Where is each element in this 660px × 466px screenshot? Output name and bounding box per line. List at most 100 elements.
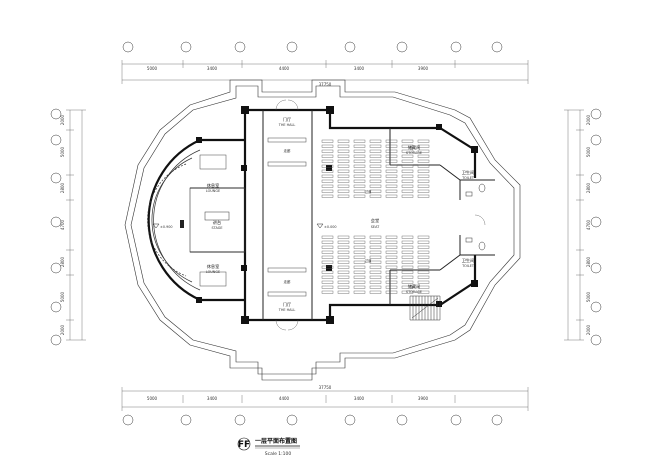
pew bbox=[353, 240, 366, 244]
pulpit-platform bbox=[180, 187, 246, 253]
room-labels: 门厅 THE HALL 门厅 THE HALL 走廊 走廊 储藏间 STORAG… bbox=[206, 116, 475, 312]
pew bbox=[417, 184, 430, 188]
pew bbox=[337, 275, 350, 279]
axis-bubble-icon bbox=[450, 414, 462, 426]
dim-left-2: 5000 bbox=[60, 146, 65, 157]
corridor-benches bbox=[267, 137, 307, 297]
elevation-hall: ±0.000 bbox=[324, 225, 337, 229]
room-wc-bottom: 卫生间 bbox=[462, 257, 475, 264]
pew bbox=[353, 194, 366, 198]
pew bbox=[417, 169, 430, 173]
drawing-code-bubble-icon bbox=[237, 437, 251, 451]
axis-bubble-icon bbox=[50, 172, 62, 184]
pew bbox=[321, 275, 334, 279]
pew bbox=[353, 280, 366, 284]
pew bbox=[369, 250, 382, 254]
room-storage-top: 储藏间 bbox=[408, 144, 421, 151]
pew bbox=[353, 290, 366, 294]
title-block: FF 一层平面布置图 Scale 1:100 bbox=[237, 437, 300, 457]
pew bbox=[321, 270, 334, 274]
axis-bubble-icon bbox=[50, 262, 62, 274]
dim-right-2: 5000 bbox=[586, 146, 591, 157]
pew bbox=[321, 164, 334, 168]
pew bbox=[417, 139, 430, 143]
column bbox=[471, 146, 478, 153]
room-vestry-top-en: LOUNGE bbox=[206, 189, 220, 193]
label-corridor-top: 走廊 bbox=[284, 148, 291, 153]
pew bbox=[337, 280, 350, 284]
pew bbox=[417, 154, 430, 158]
pew bbox=[369, 179, 382, 183]
pew bbox=[385, 169, 398, 173]
pew bbox=[353, 174, 366, 178]
pew bbox=[321, 285, 334, 289]
room-wc-bottom-en: TOILET bbox=[461, 264, 475, 268]
label-corridor-bottom: 走廊 bbox=[284, 279, 291, 284]
room-wc-top: 卫生间 bbox=[462, 169, 475, 176]
pew bbox=[385, 285, 398, 289]
pew-seating bbox=[321, 139, 430, 294]
room-foyer-top: 门厅 bbox=[283, 116, 291, 123]
pew bbox=[401, 194, 414, 198]
pew bbox=[337, 184, 350, 188]
pew bbox=[401, 144, 414, 148]
pew bbox=[385, 189, 398, 193]
site-outline bbox=[124, 79, 521, 381]
pew bbox=[321, 159, 334, 163]
axis-bubble-icon bbox=[590, 301, 602, 313]
pew bbox=[401, 174, 414, 178]
pew bbox=[369, 275, 382, 279]
pew bbox=[417, 245, 430, 249]
pew bbox=[385, 270, 398, 274]
pew bbox=[353, 265, 366, 269]
pew bbox=[401, 240, 414, 244]
pew bbox=[401, 169, 414, 173]
pew bbox=[385, 250, 398, 254]
pew bbox=[401, 159, 414, 163]
pew bbox=[353, 179, 366, 183]
door-swings bbox=[275, 99, 486, 331]
pew bbox=[353, 245, 366, 249]
pew bbox=[369, 149, 382, 153]
column bbox=[326, 316, 334, 324]
pew bbox=[321, 144, 334, 148]
pew bbox=[353, 149, 366, 153]
toilet-fixture-icon bbox=[465, 183, 486, 251]
drawing-scale: Scale 1:100 bbox=[265, 451, 292, 457]
axis-bubble-icon bbox=[180, 414, 192, 426]
pew bbox=[321, 184, 334, 188]
pew bbox=[369, 285, 382, 289]
dim-top-5: 3900 bbox=[418, 66, 429, 71]
column bbox=[241, 106, 249, 114]
pew bbox=[337, 159, 350, 163]
pew bbox=[417, 280, 430, 284]
dim-right-6: 5000 bbox=[586, 291, 591, 302]
pew bbox=[321, 280, 334, 284]
dimension-left bbox=[66, 109, 86, 341]
pew bbox=[401, 260, 414, 264]
pew bbox=[385, 159, 398, 163]
pew bbox=[321, 290, 334, 294]
pew bbox=[321, 174, 334, 178]
pew bbox=[353, 270, 366, 274]
dim-right-7: 2000 bbox=[586, 324, 591, 335]
pew bbox=[353, 159, 366, 163]
dimension-bottom bbox=[121, 387, 529, 411]
pew bbox=[417, 189, 430, 193]
pew bbox=[321, 149, 334, 153]
pew bbox=[417, 194, 430, 198]
pew bbox=[353, 144, 366, 148]
pew bbox=[385, 184, 398, 188]
elevation-marker-icon bbox=[152, 223, 324, 229]
dim-bottom-2: 3400 bbox=[207, 396, 218, 401]
pew bbox=[417, 149, 430, 153]
pew bbox=[337, 149, 350, 153]
pew bbox=[401, 245, 414, 249]
dim-left-3: 2800 bbox=[60, 182, 65, 193]
axis-bubble-icon bbox=[590, 108, 602, 120]
pew bbox=[417, 235, 430, 239]
dim-left-1: 2000 bbox=[60, 114, 65, 125]
pew bbox=[417, 275, 430, 279]
label-aisle-left: 过道 bbox=[365, 189, 372, 194]
